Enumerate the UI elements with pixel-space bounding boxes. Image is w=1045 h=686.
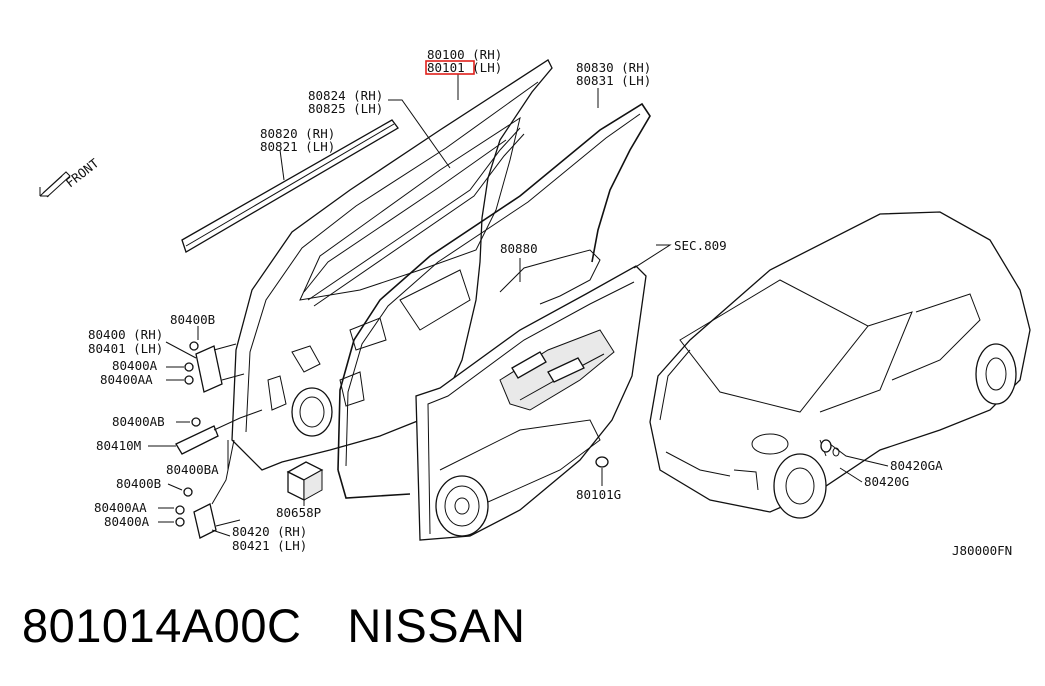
label-80101G: 80101G [576, 487, 621, 502]
door-weatherstrip-80830 [337, 102, 651, 499]
weatherstrip-80820 [181, 119, 399, 253]
label-80400AA-bot: 80400AA [94, 500, 147, 515]
label-80825: 80825 (LH) [308, 101, 383, 116]
label-80100: 80100 (RH) [427, 47, 502, 62]
part-number: 801014A00C [22, 599, 302, 652]
upper-hinge [184, 341, 245, 393]
lower-hinge [175, 439, 241, 539]
label-80880: 80880 [500, 241, 538, 256]
car-illustration [649, 211, 1031, 519]
label-80400A-bot: 80400A [104, 514, 150, 529]
door-trim-panel [415, 265, 647, 541]
label-80400B-bot: 80400B [116, 476, 161, 491]
label-sec809: SEC.809 [674, 238, 727, 253]
window-channel-80824 [307, 127, 525, 307]
label-80400AA-top: 80400AA [100, 372, 153, 387]
label-80420G: 80420G [864, 474, 909, 489]
label-80400AB: 80400AB [112, 414, 165, 429]
label-80820: 80820 (RH) [260, 126, 335, 141]
door-panel-80101 [231, 59, 553, 471]
label-80400BA: 80400BA [166, 462, 219, 477]
label-80420GA: 80420GA [890, 458, 943, 473]
label-80830: 80830 (RH) [576, 60, 651, 75]
label-80101: 80101 (LH) [427, 60, 502, 75]
label-80831: 80831 (LH) [576, 73, 651, 88]
label-80420: 80420 (RH) [232, 524, 307, 539]
part-caption: 801014A00C NISSAN [22, 598, 571, 653]
front-arrow-icon [39, 171, 71, 198]
pad-80658P [286, 461, 324, 502]
label-80821: 80821 (LH) [260, 139, 335, 154]
label-80421: 80421 (LH) [232, 538, 307, 553]
label-80400A-top: 80400A [112, 358, 158, 373]
grommet-80101G [595, 456, 609, 468]
front-label: FRONT [63, 155, 102, 190]
label-80824: 80824 (RH) [308, 88, 383, 103]
sealing-screen-80880 [499, 249, 601, 305]
label-80401: 80401 (LH) [88, 341, 163, 356]
label-80400B-top: 80400B [170, 312, 215, 327]
brand-name: NISSAN [347, 599, 526, 652]
label-80658P: 80658P [276, 505, 321, 520]
label-80400: 80400 (RH) [88, 327, 163, 342]
diagram-code: J80000FN [952, 543, 1012, 558]
door-check-link [175, 409, 263, 455]
leader-lines [148, 74, 889, 537]
label-80410M: 80410M [96, 438, 141, 453]
highlight-box [425, 60, 475, 75]
